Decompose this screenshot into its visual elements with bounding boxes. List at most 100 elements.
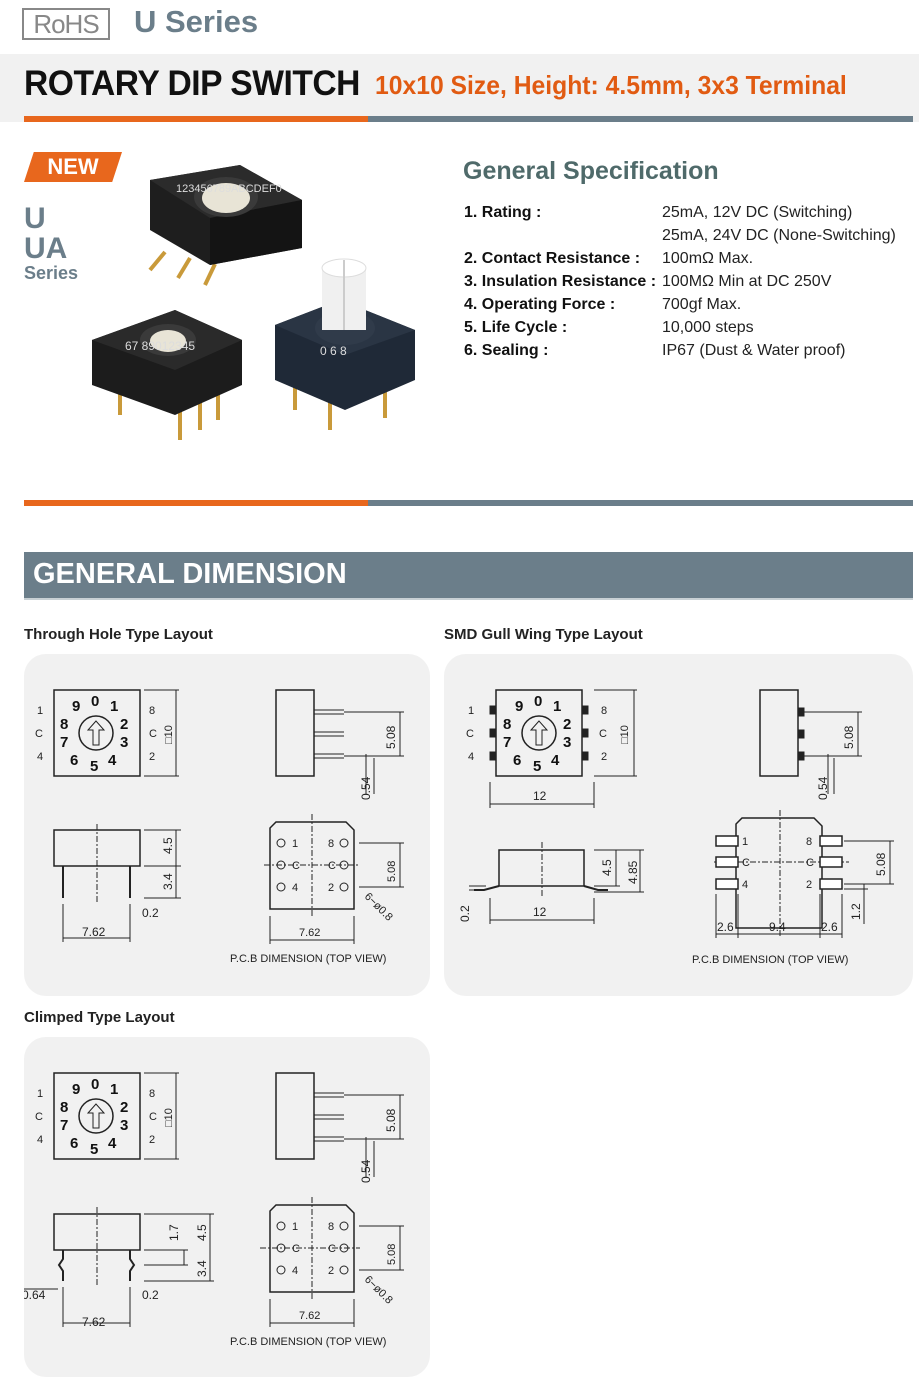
svg-text:1: 1 xyxy=(110,1081,118,1098)
svg-text:5: 5 xyxy=(533,758,541,775)
svg-text:7.62: 7.62 xyxy=(299,1310,320,1322)
svg-text:C: C xyxy=(806,857,814,869)
svg-text:67 89012345: 67 89012345 xyxy=(125,339,195,353)
svg-text:8: 8 xyxy=(149,1088,155,1100)
svg-text:4.5: 4.5 xyxy=(600,859,614,876)
switch-photo-left: 67 89012345 xyxy=(92,310,242,440)
svg-text:4: 4 xyxy=(37,751,43,763)
svg-text:9.4: 9.4 xyxy=(769,920,786,934)
svg-text:1.7: 1.7 xyxy=(167,1224,181,1241)
series-title: U Series xyxy=(134,4,259,39)
svg-text:7: 7 xyxy=(60,1117,68,1134)
spec-value: 25mA, 12V DC (Switching) xyxy=(662,204,853,221)
svg-text:5.08: 5.08 xyxy=(384,725,398,749)
svg-text:4.5: 4.5 xyxy=(161,837,175,854)
svg-text:8: 8 xyxy=(806,836,812,848)
dial-digit: 6 xyxy=(70,752,78,769)
svg-text:0: 0 xyxy=(91,1076,99,1093)
svg-text:9: 9 xyxy=(515,698,523,715)
svg-text:0: 0 xyxy=(534,693,542,710)
svg-text:4.85: 4.85 xyxy=(626,860,640,884)
svg-text:4: 4 xyxy=(37,1134,43,1146)
climped-panel xyxy=(24,1037,430,1377)
svg-text:6−ø0.8: 6−ø0.8 xyxy=(362,1274,395,1307)
svg-text:5.08: 5.08 xyxy=(384,1108,398,1132)
dial-digit: 9 xyxy=(72,698,80,715)
dimension-header xyxy=(24,552,913,598)
svg-text:6−ø0.8: 6−ø0.8 xyxy=(362,891,395,924)
svg-text:8: 8 xyxy=(149,705,155,717)
svg-text:6: 6 xyxy=(513,752,521,769)
svg-text:5.08: 5.08 xyxy=(386,1244,398,1265)
svg-text:3: 3 xyxy=(563,734,571,751)
svg-text:C: C xyxy=(742,857,750,869)
svg-text:2: 2 xyxy=(328,882,334,894)
product-photo: 123456789ABCDEF0 67 89012345 0 6 8 xyxy=(92,165,415,440)
dial-digit: 4 xyxy=(108,752,117,769)
svg-text:1: 1 xyxy=(37,705,43,717)
svg-text:1: 1 xyxy=(292,838,298,850)
dial-digit: 8 xyxy=(60,716,68,733)
svg-text:C: C xyxy=(292,860,300,872)
svg-text:1: 1 xyxy=(468,705,474,717)
model-u: U xyxy=(24,202,46,235)
spec-label: 2. Contact Resistance : xyxy=(464,250,641,267)
svg-text:8: 8 xyxy=(328,1221,334,1233)
model-series: Series xyxy=(24,263,79,283)
svg-text:0.54: 0.54 xyxy=(359,776,373,800)
svg-text:3.4: 3.4 xyxy=(195,1260,209,1277)
svg-text:8: 8 xyxy=(601,705,607,717)
svg-text:1: 1 xyxy=(553,698,561,715)
smd-panel xyxy=(444,654,913,996)
svg-text:4: 4 xyxy=(108,1135,117,1152)
svg-text:8: 8 xyxy=(503,716,511,733)
svg-text:5.08: 5.08 xyxy=(842,725,856,749)
spec-label: 4. Operating Force : xyxy=(464,296,616,313)
svg-text:2: 2 xyxy=(328,1265,334,1277)
spec-value: 100MΩ Min at DC 250V xyxy=(662,273,832,290)
svg-text:1.2: 1.2 xyxy=(849,903,863,920)
svg-text:C: C xyxy=(149,728,157,740)
spec-value: 10,000 steps xyxy=(662,319,754,336)
new-badge: NEW xyxy=(24,152,122,182)
dimension-title: GENERAL DIMENSION xyxy=(33,558,347,590)
smd-label: SMD Gull Wing Type Layout xyxy=(444,626,643,643)
dial-digit: 7 xyxy=(60,734,68,751)
svg-text:0 6 8: 0 6 8 xyxy=(320,344,347,358)
svg-text:C: C xyxy=(35,1111,43,1123)
svg-text:1: 1 xyxy=(37,1088,43,1100)
spec-value: 700gf Max. xyxy=(662,296,742,313)
switch-photo-top: 123456789ABCDEF0 xyxy=(148,165,302,286)
spec-value: 100mΩ Max. xyxy=(662,250,754,267)
svg-text:2: 2 xyxy=(563,716,571,733)
switch-photo-right: 0 6 8 xyxy=(275,258,415,430)
svg-text:C: C xyxy=(466,728,474,740)
spec-label: 3. Insulation Resistance : xyxy=(464,273,657,290)
spec-value: 25mA, 24V DC (None-Switching) xyxy=(662,227,896,244)
svg-text:2: 2 xyxy=(806,879,812,891)
spec-label: 6. Sealing : xyxy=(464,342,549,359)
spec-label: 5. Life Cycle : xyxy=(464,319,568,336)
svg-text:4.5: 4.5 xyxy=(195,1224,209,1241)
climped-label: Climped Type Layout xyxy=(24,1009,175,1026)
svg-text:7.62: 7.62 xyxy=(82,925,106,939)
svg-text:4: 4 xyxy=(292,882,298,894)
dial-digit: 3 xyxy=(120,734,128,751)
svg-text:7.62: 7.62 xyxy=(82,1315,106,1329)
svg-text:3: 3 xyxy=(120,1117,128,1134)
svg-text:□10: □10 xyxy=(619,725,631,744)
svg-text:2: 2 xyxy=(120,1099,128,1116)
title-band xyxy=(0,54,919,122)
pcb-caption: P.C.B DIMENSION (TOP VIEW) xyxy=(230,1336,386,1348)
svg-text:0.2: 0.2 xyxy=(142,906,159,920)
svg-text:C: C xyxy=(35,728,43,740)
through-hole-drawing: 0 1 2 3 4 5 6 7 8 9 1 C 4 8 C 2 □10 5.08… xyxy=(35,689,404,965)
svg-text:123456789ABCDEF0: 123456789ABCDEF0 xyxy=(176,183,282,195)
through-hole-panel xyxy=(24,654,430,996)
svg-text:9: 9 xyxy=(72,1081,80,1098)
svg-text:5.08: 5.08 xyxy=(386,861,398,882)
svg-text:C: C xyxy=(149,1111,157,1123)
svg-text:0.54: 0.54 xyxy=(359,1159,373,1183)
svg-text:0.2: 0.2 xyxy=(142,1288,159,1302)
svg-text:6: 6 xyxy=(70,1135,78,1152)
